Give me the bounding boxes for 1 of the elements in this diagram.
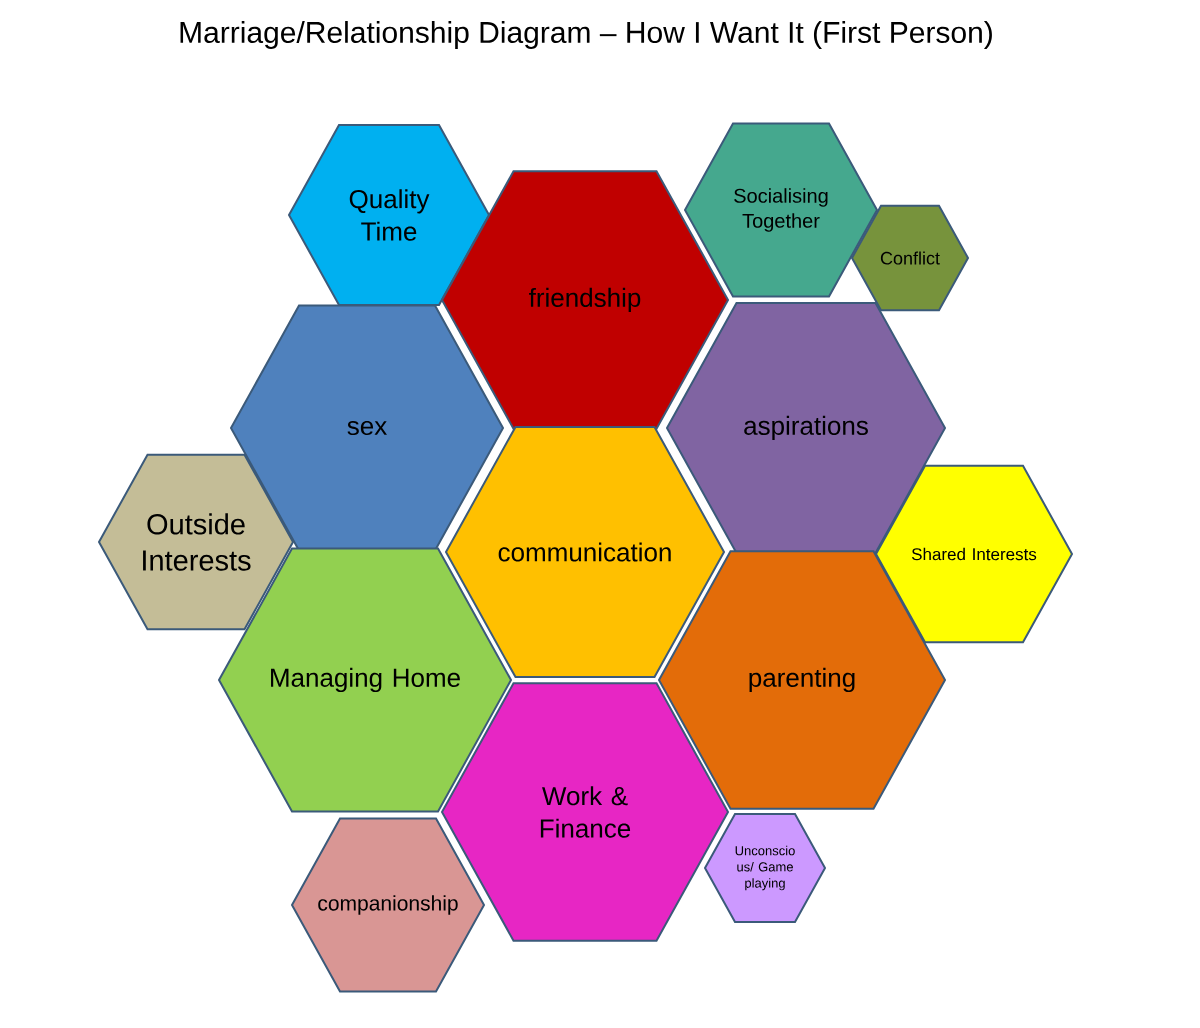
- title: Marriage/Relationship Diagram – How I Want It (First Person): [180, 21, 992, 49]
